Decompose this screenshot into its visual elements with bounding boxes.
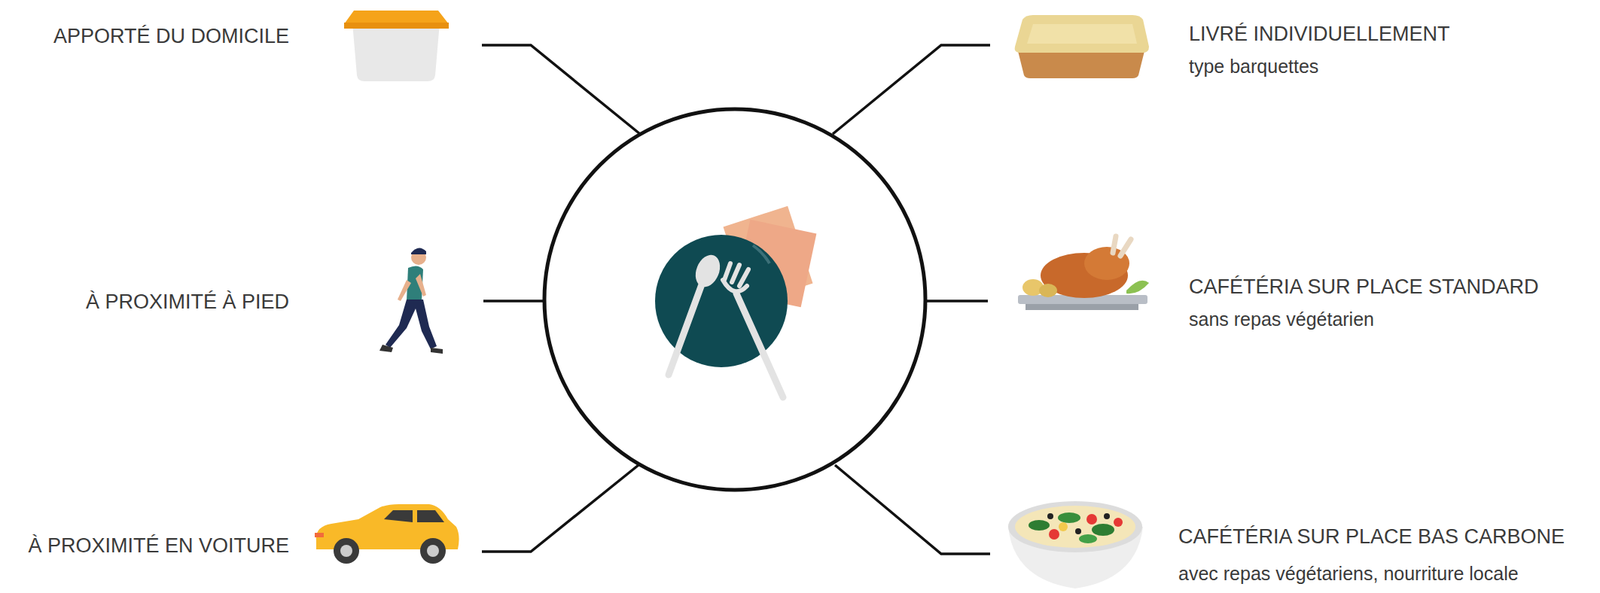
option-label: À PROXIMITÉ À PIED: [85, 290, 290, 314]
option-label: CAFÉTÉRIA SUR PLACE STANDARD: [1188, 275, 1540, 299]
leader-line: [835, 465, 991, 555]
leader-lines: [481, 45, 991, 555]
center-circle: [544, 109, 926, 491]
walker-icon: [379, 247, 443, 354]
plate-icon: [655, 206, 817, 398]
leader-line: [926, 299, 988, 303]
option-label: LIVRÉ INDIVIDUELLEMENT: [1188, 22, 1451, 46]
roast-chicken-icon: [1017, 236, 1149, 311]
leader-line: [481, 45, 640, 135]
option-label: sans repas végétarien: [1188, 308, 1375, 331]
food-container-icon: [344, 10, 449, 82]
leader-line: [483, 299, 544, 303]
leader-line: [832, 45, 991, 135]
option-label: À PROXIMITÉ EN VOITURE: [27, 534, 290, 558]
option-label: APPORTÉ DU DOMICILE: [53, 24, 290, 49]
option-label: CAFÉTÉRIA SUR PLACE BAS CARBONE: [1178, 525, 1565, 549]
car-icon: [314, 504, 460, 564]
salad-bowl-icon: [1008, 501, 1143, 589]
option-label: avec repas végétariens, nourriture local…: [1178, 563, 1519, 586]
option-label: type barquettes: [1188, 55, 1319, 78]
meal-tray-icon: [1014, 15, 1149, 79]
leader-line: [481, 465, 639, 552]
